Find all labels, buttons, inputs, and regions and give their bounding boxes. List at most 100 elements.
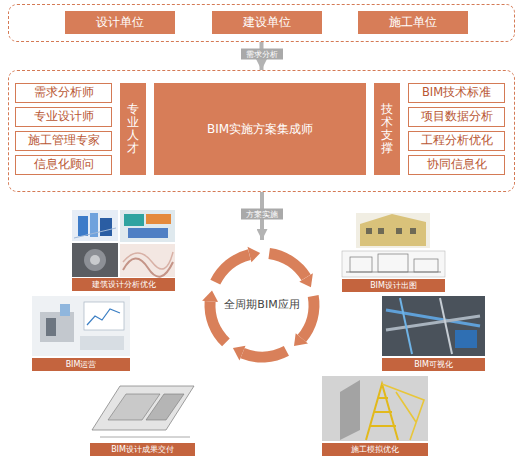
node-text: 施工管理专家 [28, 134, 100, 148]
node-text: 建筑设计分析优化 [92, 280, 156, 290]
visualization-image [382, 296, 485, 356]
operation-image [32, 296, 130, 356]
party-box: 建设单位 [212, 11, 322, 34]
operation-image [87, 309, 120, 325]
construction-image [340, 380, 360, 440]
cycle-arrowhead [248, 247, 261, 262]
role-box: 需求分析师 [15, 83, 112, 103]
analysis-image [72, 243, 118, 277]
analysis-image [124, 214, 144, 226]
delivery-image [92, 386, 194, 437]
construction-image [322, 376, 428, 441]
role-box: 施工管理专家 [15, 131, 112, 151]
node-text: BIM运营 [66, 360, 97, 370]
caption-bar: BIM设计成果交付 [90, 443, 195, 456]
group-frame: 需求分析师专业设计师施工管理专家信息化顾问 专业人才 BIM实施方案集成师 技术支撑 B… [8, 70, 515, 192]
group-frame: 设计单位 建设单位 施工单位 [8, 4, 515, 42]
operation-image [32, 296, 130, 356]
node-text: 协同信息化 [427, 158, 487, 172]
analysis-image [84, 249, 106, 271]
cycle-ring: 全周期BIM应用 [197, 240, 327, 370]
analysis-image [123, 252, 173, 269]
caption-bar: 施工模拟优化 [322, 443, 428, 456]
caption-bar: BIM设计出图 [342, 279, 445, 292]
analysis-image [72, 210, 175, 277]
operation-image [46, 318, 56, 336]
analysis-image [100, 218, 112, 236]
cycle-arc [302, 296, 314, 338]
drawing-image [350, 257, 372, 272]
caption-bar: 建筑设计分析优化 [72, 278, 175, 291]
node-text: 信息化顾问 [34, 158, 94, 172]
analysis-image [72, 210, 118, 241]
caption-bar: BIM运营 [32, 358, 130, 371]
party-box: 施工单位 [358, 11, 468, 34]
construction-image [382, 384, 424, 440]
node-text: 专业设计师 [34, 110, 94, 124]
cycle-arrowhead [299, 273, 313, 287]
support-box: 项目数据分析 [408, 107, 505, 127]
node-text: 施工单位 [389, 15, 437, 29]
visualization-image [386, 316, 480, 330]
operation-image [80, 336, 124, 350]
node-text: BIM技术标准 [422, 86, 491, 100]
caption-bar: BIM可视化 [382, 358, 485, 371]
node-text: 设计单位 [96, 15, 144, 29]
drawing-image [360, 214, 426, 246]
analysis-image [120, 244, 175, 277]
cycle-arc [243, 351, 287, 357]
node-text: 全周期BIM应用 [224, 298, 299, 311]
analysis-image [74, 228, 116, 238]
node-text: 专业人才 [127, 103, 139, 156]
node-text: 需求分析师 [34, 86, 94, 100]
visualization-image [400, 298, 412, 354]
analysis-image [78, 216, 88, 236]
drawing-image [366, 228, 372, 234]
cycle-arrowhead [294, 333, 308, 346]
analysis-image [128, 228, 168, 238]
node-text: 技术支撑 [381, 103, 393, 156]
node-text: 施工模拟优化 [351, 445, 399, 455]
drawing-image [396, 228, 402, 234]
cycle-arc [215, 255, 249, 283]
support-box: 工程分析优化 [408, 131, 505, 151]
flow-label: 需求分析 [241, 49, 283, 60]
node-text: BIM设计出图 [370, 281, 417, 291]
drawing-image [378, 254, 408, 272]
analysis-image [90, 255, 100, 265]
visualization-image [382, 296, 485, 356]
cycle-arrowhead [202, 291, 218, 302]
drawing-image [378, 228, 384, 234]
analysis-image [120, 210, 175, 242]
construction-image [366, 384, 398, 440]
node-text: BIM可视化 [414, 360, 453, 370]
cycle-arc [210, 301, 226, 342]
visualization-image [455, 330, 477, 348]
column-box: 专业人才 [120, 83, 146, 175]
delivery-image [146, 394, 184, 420]
operation-image [60, 304, 70, 316]
cycle-arrowhead [233, 346, 246, 361]
visualization-image [440, 298, 452, 354]
column-box: 技术支撑 [374, 83, 400, 175]
construction-image [322, 376, 428, 441]
role-box: 信息化顾问 [15, 155, 112, 175]
drawing-image [356, 213, 430, 248]
flow-label: 方案实施 [241, 209, 283, 220]
node-text: 工程分析优化 [421, 134, 493, 148]
delivery-image [100, 437, 190, 438]
delivery-image [92, 386, 194, 430]
drawing-image [342, 251, 445, 277]
operation-image [84, 302, 124, 330]
analysis-image [146, 214, 171, 224]
node-text: BIM设计成果交付 [111, 445, 174, 455]
drawing-image [410, 228, 416, 234]
node-text: 建设单位 [243, 15, 291, 29]
support-box: BIM技术标准 [408, 83, 505, 103]
node-text: 项目数据分析 [421, 110, 493, 124]
drawing-image [342, 213, 445, 277]
operation-image [40, 312, 74, 342]
core-box: BIM实施方案集成师 [154, 83, 366, 175]
node-text: BIM实施方案集成师 [207, 122, 313, 136]
